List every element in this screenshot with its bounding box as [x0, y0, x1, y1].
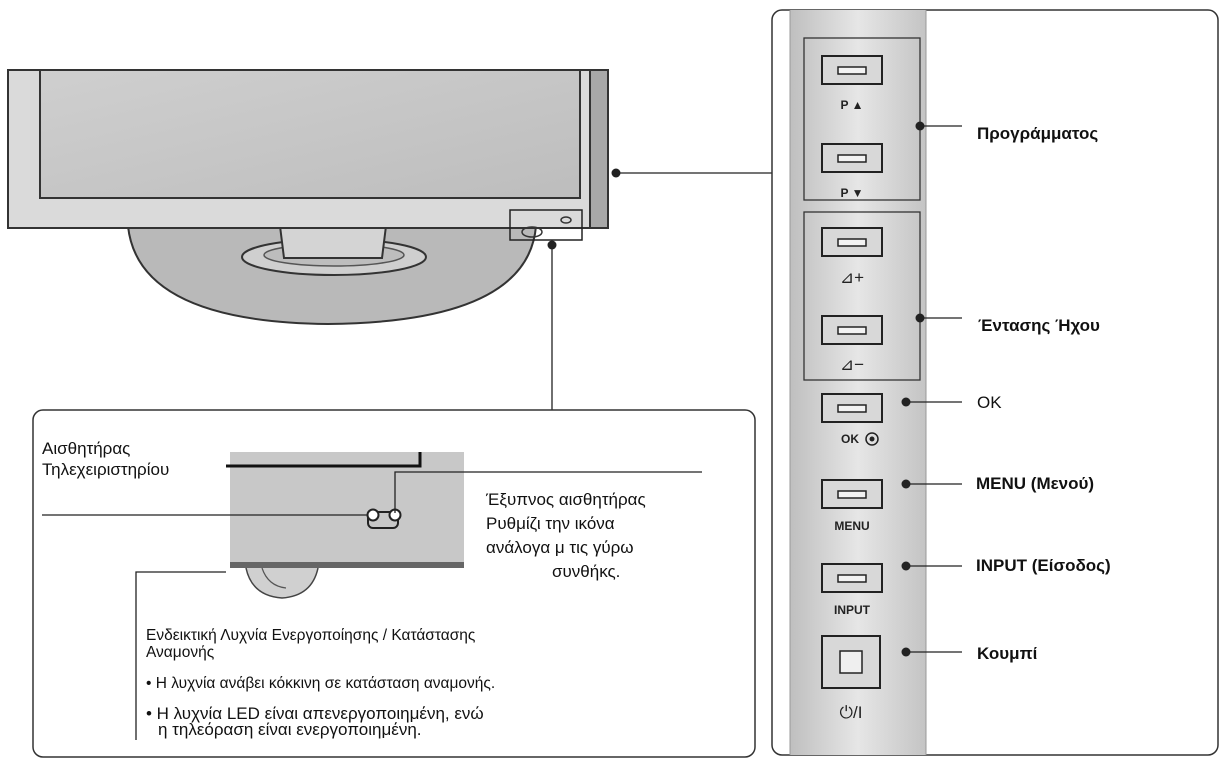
- indicator-bullet-2-line2: η τηλεόραση είναι ενεργοποιημένη.: [158, 720, 422, 739]
- indicator-title-line2: Αναμονής: [146, 644, 215, 661]
- button-power: [821, 635, 881, 689]
- inset-box: [32, 409, 756, 758]
- caption-menu: MENU: [834, 519, 869, 533]
- caption-ok: OK: [841, 432, 859, 446]
- caption-input: INPUT: [834, 603, 871, 617]
- ok-dot-icon: [869, 436, 875, 442]
- label-input: INPUT (Είσοδος): [976, 556, 1111, 575]
- ok-circle-icon: [865, 432, 879, 446]
- connector-lines: [551, 172, 782, 410]
- panel-leader-dots: [901, 121, 925, 657]
- tv-side-dot: [611, 168, 621, 178]
- smart-sensor-line2: Ρυθμίζι την ικόνα: [486, 514, 615, 533]
- caption-power: ⏻/I: [840, 703, 863, 722]
- indicator-bullet-1: • Η λυχνία ανάβει κόκκινη σε κατάσταση α…: [146, 675, 496, 692]
- remote-sensor-label-line2: Τηλεχειριστηρίου: [42, 460, 170, 479]
- indicator-bullet-2-line1: • Η λυχνία LED είναι απενεργοποιημένη, ε…: [146, 704, 484, 723]
- caption-vol-up: ⊿+: [840, 268, 864, 287]
- label-menu: MENU (Μενού): [976, 474, 1095, 493]
- tv-body: [7, 69, 609, 241]
- button-menu: [821, 479, 883, 509]
- label-program: Προγράμματος: [977, 124, 1099, 143]
- control-panel: [771, 9, 1219, 756]
- smart-sensor-line1: Έξυπνος αισθητήρας: [486, 490, 646, 509]
- caption-prog-up: P ▲: [841, 98, 864, 112]
- button-vol-up: [821, 227, 883, 257]
- indicator-title-line1: Ενδεικτική Λυχνία Ενεργοποίησης / Κατάστ…: [146, 627, 476, 644]
- caption-prog-down: P ▼: [841, 186, 864, 200]
- remote-sensor-label-line1: Αισθητήρας: [42, 439, 131, 458]
- smart-sensor-line3: ανάλογα μ τις γύρω: [486, 538, 634, 557]
- button-prog-down: [821, 143, 883, 173]
- button-vol-down: [821, 315, 883, 345]
- button-ok: [821, 393, 883, 423]
- label-power: Κουμπί: [977, 644, 1038, 663]
- tv-stand: [126, 225, 538, 326]
- label-volume: Έντασης Ήχου: [978, 316, 1100, 335]
- tv-front-dot: [547, 240, 557, 250]
- caption-vol-down: ⊿−: [840, 355, 864, 374]
- button-prog-up: [821, 55, 883, 85]
- smart-sensor-line4: συνθήκς.: [552, 562, 621, 581]
- button-input: [821, 563, 883, 593]
- panel-leader-lines: [906, 125, 962, 653]
- label-ok: OK: [977, 393, 1002, 412]
- inset-leader-lines: [42, 471, 702, 740]
